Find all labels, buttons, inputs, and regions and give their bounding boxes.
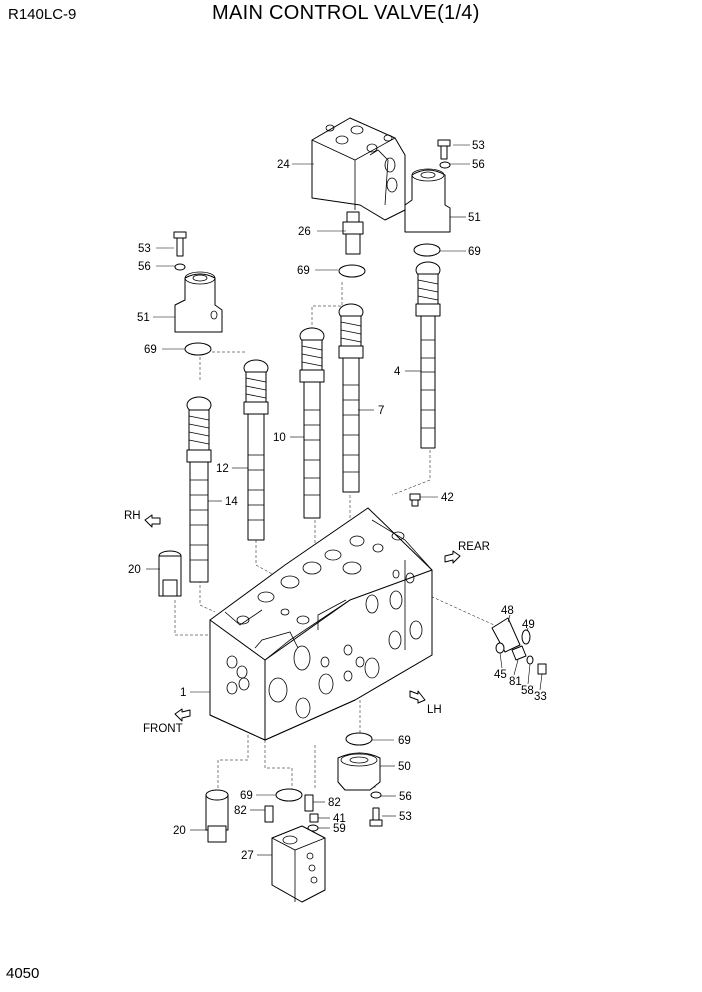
spool-14: [186, 396, 212, 583]
plug-20-lower: [205, 789, 229, 843]
callout-69-left: 69: [144, 344, 157, 356]
relief-valve-parts: [491, 617, 547, 675]
callout-27: 27: [241, 850, 254, 862]
block-27: [271, 825, 326, 903]
left-cap-assembly: [173, 231, 223, 333]
callout-42: 42: [441, 492, 454, 504]
cap-50: [337, 752, 381, 791]
callout-56-lower: 56: [399, 791, 412, 803]
callout-53-right: 53: [472, 140, 485, 152]
callout-20-upper: 20: [128, 564, 141, 576]
callout-26: 26: [298, 226, 311, 238]
direction-rear-label: REAR: [458, 541, 490, 553]
callout-53-left: 53: [138, 243, 151, 255]
callout-14: 14: [225, 496, 238, 508]
parts-41-59: [307, 813, 319, 832]
callout-7: 7: [378, 405, 384, 417]
spool-12: [243, 359, 269, 541]
callout-45: 45: [494, 669, 507, 681]
direction-labels: RH REAR FRONT LH: [124, 510, 490, 735]
callout-56-right: 56: [472, 159, 485, 171]
callout-69-lower: 69: [398, 735, 411, 747]
callout-56-left: 56: [138, 261, 151, 273]
leader-lines: [146, 144, 543, 856]
callout-12: 12: [216, 463, 229, 475]
pilot-cover: [311, 117, 406, 221]
direction-lh-label: LH: [427, 704, 442, 716]
plug-42: [409, 493, 421, 507]
callout-82-right: 82: [328, 797, 341, 809]
callout-41: 41: [333, 813, 346, 825]
callout-48: 48: [501, 605, 514, 617]
callout-49: 49: [522, 619, 535, 631]
callout-33: 33: [534, 691, 547, 703]
spool-4: [415, 261, 441, 449]
callout-59: 59: [333, 823, 346, 835]
direction-arrows: [144, 514, 461, 722]
model-name: R140LC-9: [8, 6, 77, 23]
page-number: 4050: [6, 965, 40, 982]
spool-7: [338, 303, 364, 493]
callout-81: 81: [509, 676, 522, 688]
callout-69-bottom: 69: [240, 790, 253, 802]
callout-10: 10: [273, 432, 286, 444]
callout-58: 58: [521, 685, 534, 697]
callout-82-left: 82: [234, 805, 247, 817]
rear-arrow-icon: [444, 550, 461, 564]
lh-arrow-icon: [409, 690, 426, 704]
callout-20-lower: 20: [173, 825, 186, 837]
rh-arrow-icon: [144, 514, 161, 528]
callout-1: 1: [180, 687, 186, 699]
callout-51-right: 51: [468, 212, 481, 224]
direction-rh-label: RH: [124, 510, 141, 522]
plug-20-upper: [158, 550, 182, 597]
direction-front-label: FRONT: [143, 723, 183, 735]
front-arrow-icon: [174, 708, 191, 722]
callout-4: 4: [394, 366, 401, 378]
callout-labels: 24 26 69 53 56 51 69 53 56 51 69 4 7 10 …: [128, 140, 547, 862]
callout-24: 24: [277, 159, 290, 171]
callout-50: 50: [398, 761, 411, 773]
page-title: MAIN CONTROL VALVE(1/4): [212, 2, 480, 24]
callout-69-top: 69: [297, 265, 310, 277]
callout-69-right: 69: [468, 246, 481, 258]
o-rings: [184, 243, 441, 802]
pins-82: [264, 794, 314, 823]
callout-51-left: 51: [137, 312, 150, 324]
valve-body: [209, 507, 433, 741]
bolt-washer-lower: [369, 791, 383, 827]
callout-53-lower: 53: [399, 811, 412, 823]
plug-26: [342, 211, 364, 255]
spool-10: [299, 327, 325, 519]
right-cap-assembly: [404, 139, 451, 233]
